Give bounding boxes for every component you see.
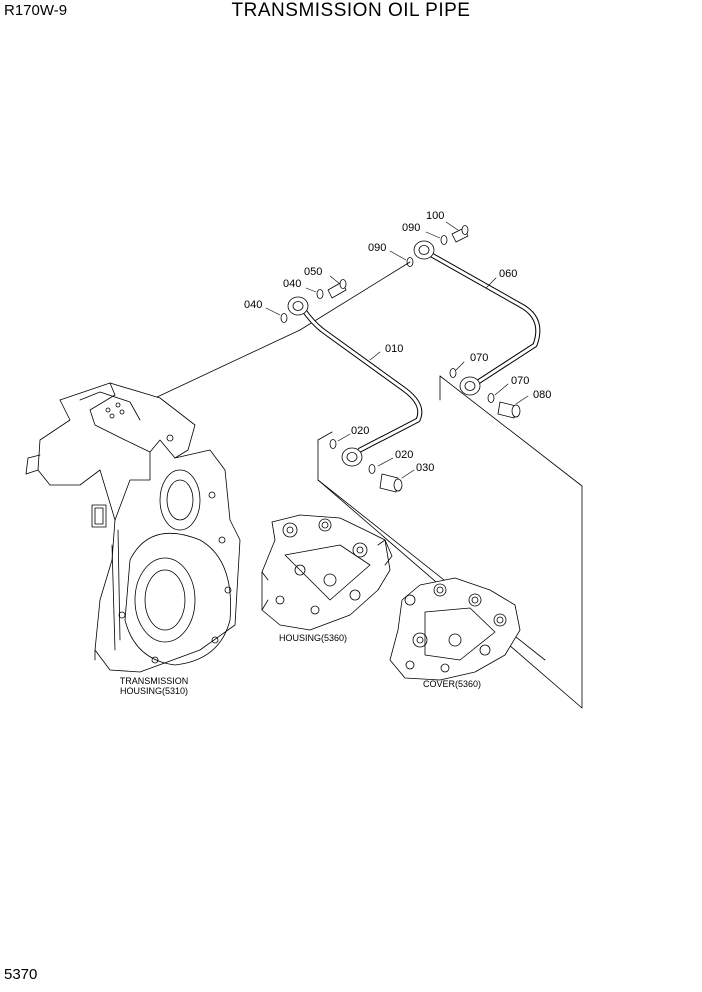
part-label-030: 030: [416, 462, 434, 474]
leader-line-pipe-060: [299, 261, 411, 331]
bolt-030: [379, 473, 403, 493]
component-captions: TRANSMISSION HOUSING(5310) HOUSING(5360)…: [120, 633, 481, 696]
page-title: TRANSMISSION OIL PIPE: [231, 0, 471, 21]
part-label-100: 100: [426, 210, 444, 222]
valve-cover-drawing: [389, 577, 521, 681]
page-number: 5370: [4, 966, 38, 983]
part-label-010: 010: [385, 343, 403, 355]
housing-caption: HOUSING(5360): [279, 633, 347, 643]
valve-housing-drawing: [261, 514, 393, 631]
pipe-060: [413, 240, 541, 396]
pipe-010: [287, 296, 423, 467]
part-label-090: 090: [402, 222, 420, 234]
part-label-070: 070: [470, 352, 488, 364]
o-ring-040b: [316, 289, 324, 299]
part-label-060: 060: [499, 268, 517, 280]
o-ring-070b: [487, 393, 495, 403]
part-label-050: 050: [304, 266, 322, 278]
o-ring-040a: [280, 313, 288, 323]
part-label-040: 040: [283, 278, 301, 290]
part-label-090: 090: [368, 242, 386, 254]
leader-line-housing: [154, 329, 301, 399]
cover-caption: COVER(5360): [423, 679, 481, 689]
part-label-020: 020: [395, 449, 413, 461]
transmission-housing-caption-line1: TRANSMISSION: [120, 676, 189, 686]
o-ring-070a: [449, 368, 457, 378]
label-leader-lines: [265, 221, 529, 479]
part-number-labels: 100 090 090 060 050 040 040 010 070 070 …: [244, 210, 551, 474]
o-ring-090a: [406, 257, 414, 267]
part-label-040: 040: [244, 299, 262, 311]
part-label-080: 080: [533, 389, 551, 401]
o-ring-020b: [368, 464, 376, 474]
bolt-080: [497, 401, 521, 419]
o-ring-090b: [440, 235, 448, 245]
bolt-100: [451, 225, 469, 243]
part-label-070: 070: [511, 375, 529, 387]
model-code: R170W-9: [4, 2, 68, 19]
part-label-020: 020: [351, 425, 369, 437]
transmission-housing-drawing: [25, 382, 241, 673]
transmission-housing-caption-line2: HOUSING(5310): [120, 686, 188, 696]
bolt-050: [327, 279, 347, 299]
o-ring-020a: [329, 439, 337, 449]
